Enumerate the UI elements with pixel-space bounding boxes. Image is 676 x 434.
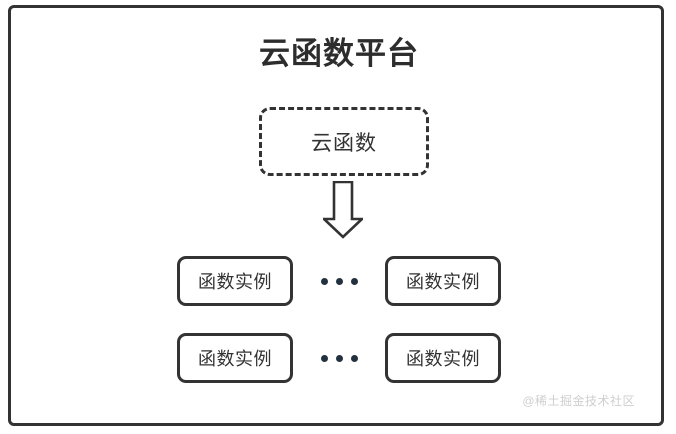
function-instance-box[interactable]: 函数实例 xyxy=(385,256,501,306)
cloud-function-node[interactable]: 云函数 xyxy=(259,107,429,176)
function-instance-box[interactable]: 函数实例 xyxy=(385,333,501,383)
down-arrow-icon xyxy=(320,180,366,239)
function-instance-label: 函数实例 xyxy=(198,272,272,292)
instance-row-1: 函数实例 函数实例 xyxy=(11,256,667,306)
ellipsis-dot-icon xyxy=(335,277,343,285)
function-instance-label: 函数实例 xyxy=(406,272,480,292)
cloud-function-label: 云函数 xyxy=(311,131,377,155)
ellipsis-dot-icon xyxy=(320,277,328,285)
ellipsis-dot-icon xyxy=(350,277,358,285)
function-instance-label: 函数实例 xyxy=(198,349,272,369)
ellipsis-dot-icon xyxy=(320,354,328,362)
ellipsis-dot-icon xyxy=(335,354,343,362)
function-instance-box[interactable]: 函数实例 xyxy=(177,333,293,383)
ellipsis-separator xyxy=(293,333,385,383)
function-instance-label: 函数实例 xyxy=(406,349,480,369)
instance-row-2: 函数实例 函数实例 xyxy=(11,333,667,383)
function-instance-box[interactable]: 函数实例 xyxy=(177,256,293,306)
ellipsis-dot-icon xyxy=(350,354,358,362)
watermark: @稀土掘金技术社区 xyxy=(522,394,635,408)
page-title: 云函数平台 xyxy=(259,36,419,71)
platform-frame: 云函数平台 云函数 函数实例 函数实例 函数实例 xyxy=(8,5,664,426)
ellipsis-separator xyxy=(293,256,385,306)
